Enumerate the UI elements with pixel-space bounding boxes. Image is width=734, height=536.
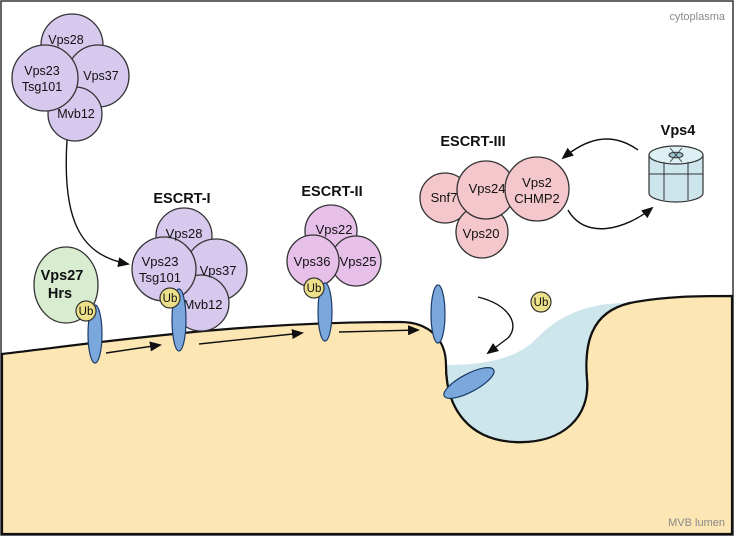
escrt1-complex: Vps28 Vps37 Mvb12 Vps23 Tsg101: [131, 207, 248, 332]
escrt3-disassembly-arrow: [567, 206, 654, 230]
flow-arrow-1: [105, 341, 162, 354]
cargo-protein-3: [317, 282, 333, 342]
vps23-label: Vps23: [142, 254, 179, 269]
internalization-arrow: [486, 337, 509, 355]
free-vps23-label: Vps23: [24, 64, 59, 78]
cargo-protein-internalized: [443, 367, 495, 399]
escrt2-title: ESCRT-II: [301, 184, 362, 200]
lumen-label: MVB lumen: [668, 517, 725, 529]
vps4-hexamer: [648, 145, 704, 203]
snf7-label: Snf7: [431, 190, 458, 205]
ubiquitin-1-label: Ub: [79, 306, 94, 318]
recruitment-arrow: [65, 139, 130, 268]
vesicle-bud-lumen: [446, 302, 630, 443]
vps27-label: Vps27: [41, 268, 84, 284]
vps24-label: Vps24: [469, 181, 506, 196]
tsg101-label: Tsg101: [139, 270, 181, 285]
escrt1-title: ESCRT-I: [153, 191, 210, 207]
free-tsg101-label: Tsg101: [22, 80, 62, 94]
flow-arrow-2: [198, 329, 304, 345]
vps20-label: Vps20: [463, 226, 500, 241]
escrt3-title: ESCRT-III: [440, 134, 505, 150]
flow-arrow-3: [338, 325, 420, 336]
invagination-outline: [444, 301, 631, 444]
free-escrt1-complex: Vps28 Vps37 Mvb12 Vps23 Tsg101: [11, 13, 130, 142]
ubiquitin-3-label: Ub: [307, 283, 322, 295]
free-vps37-label: Vps37: [83, 69, 118, 83]
vps22-label: Vps22: [316, 222, 353, 237]
ubiquitin-free-label: Ub: [534, 297, 549, 309]
vps2-label: Vps2: [522, 175, 552, 190]
ubiquitin-2-label: Ub: [163, 293, 178, 305]
vps25-label: Vps25: [340, 254, 377, 269]
vps2-subunit: [504, 156, 570, 222]
ubiquitin-free: [530, 291, 552, 313]
internalization-arrow-tail: [477, 296, 514, 339]
vps28-label: Vps28: [166, 226, 203, 241]
chmp2-label: CHMP2: [514, 191, 560, 206]
ubiquitin-3: [303, 277, 325, 299]
free-vps23-subunit: [11, 44, 79, 112]
ubiquitin-2: [159, 287, 181, 309]
cytoplasm-label: cytoplasma: [669, 11, 726, 23]
escrt2-complex: Vps22 Vps25 Vps36: [286, 204, 382, 288]
ubiquitin-1: [75, 300, 97, 322]
hrs-label: Hrs: [48, 286, 72, 302]
vps4-recruit-arrow: [561, 138, 639, 160]
vps4-title: Vps4: [661, 123, 696, 139]
cargo-protein-4: [430, 284, 446, 344]
free-mvb12-label: Mvb12: [57, 107, 95, 121]
free-vps28-label: Vps28: [48, 33, 83, 47]
escrt3-complex: Snf7 Vps20 Vps24 Vps2 CHMP2: [419, 156, 570, 259]
mvb12-label: Mvb12: [183, 297, 222, 312]
vps36-label: Vps36: [294, 254, 331, 269]
vps37-label: Vps37: [200, 263, 237, 278]
